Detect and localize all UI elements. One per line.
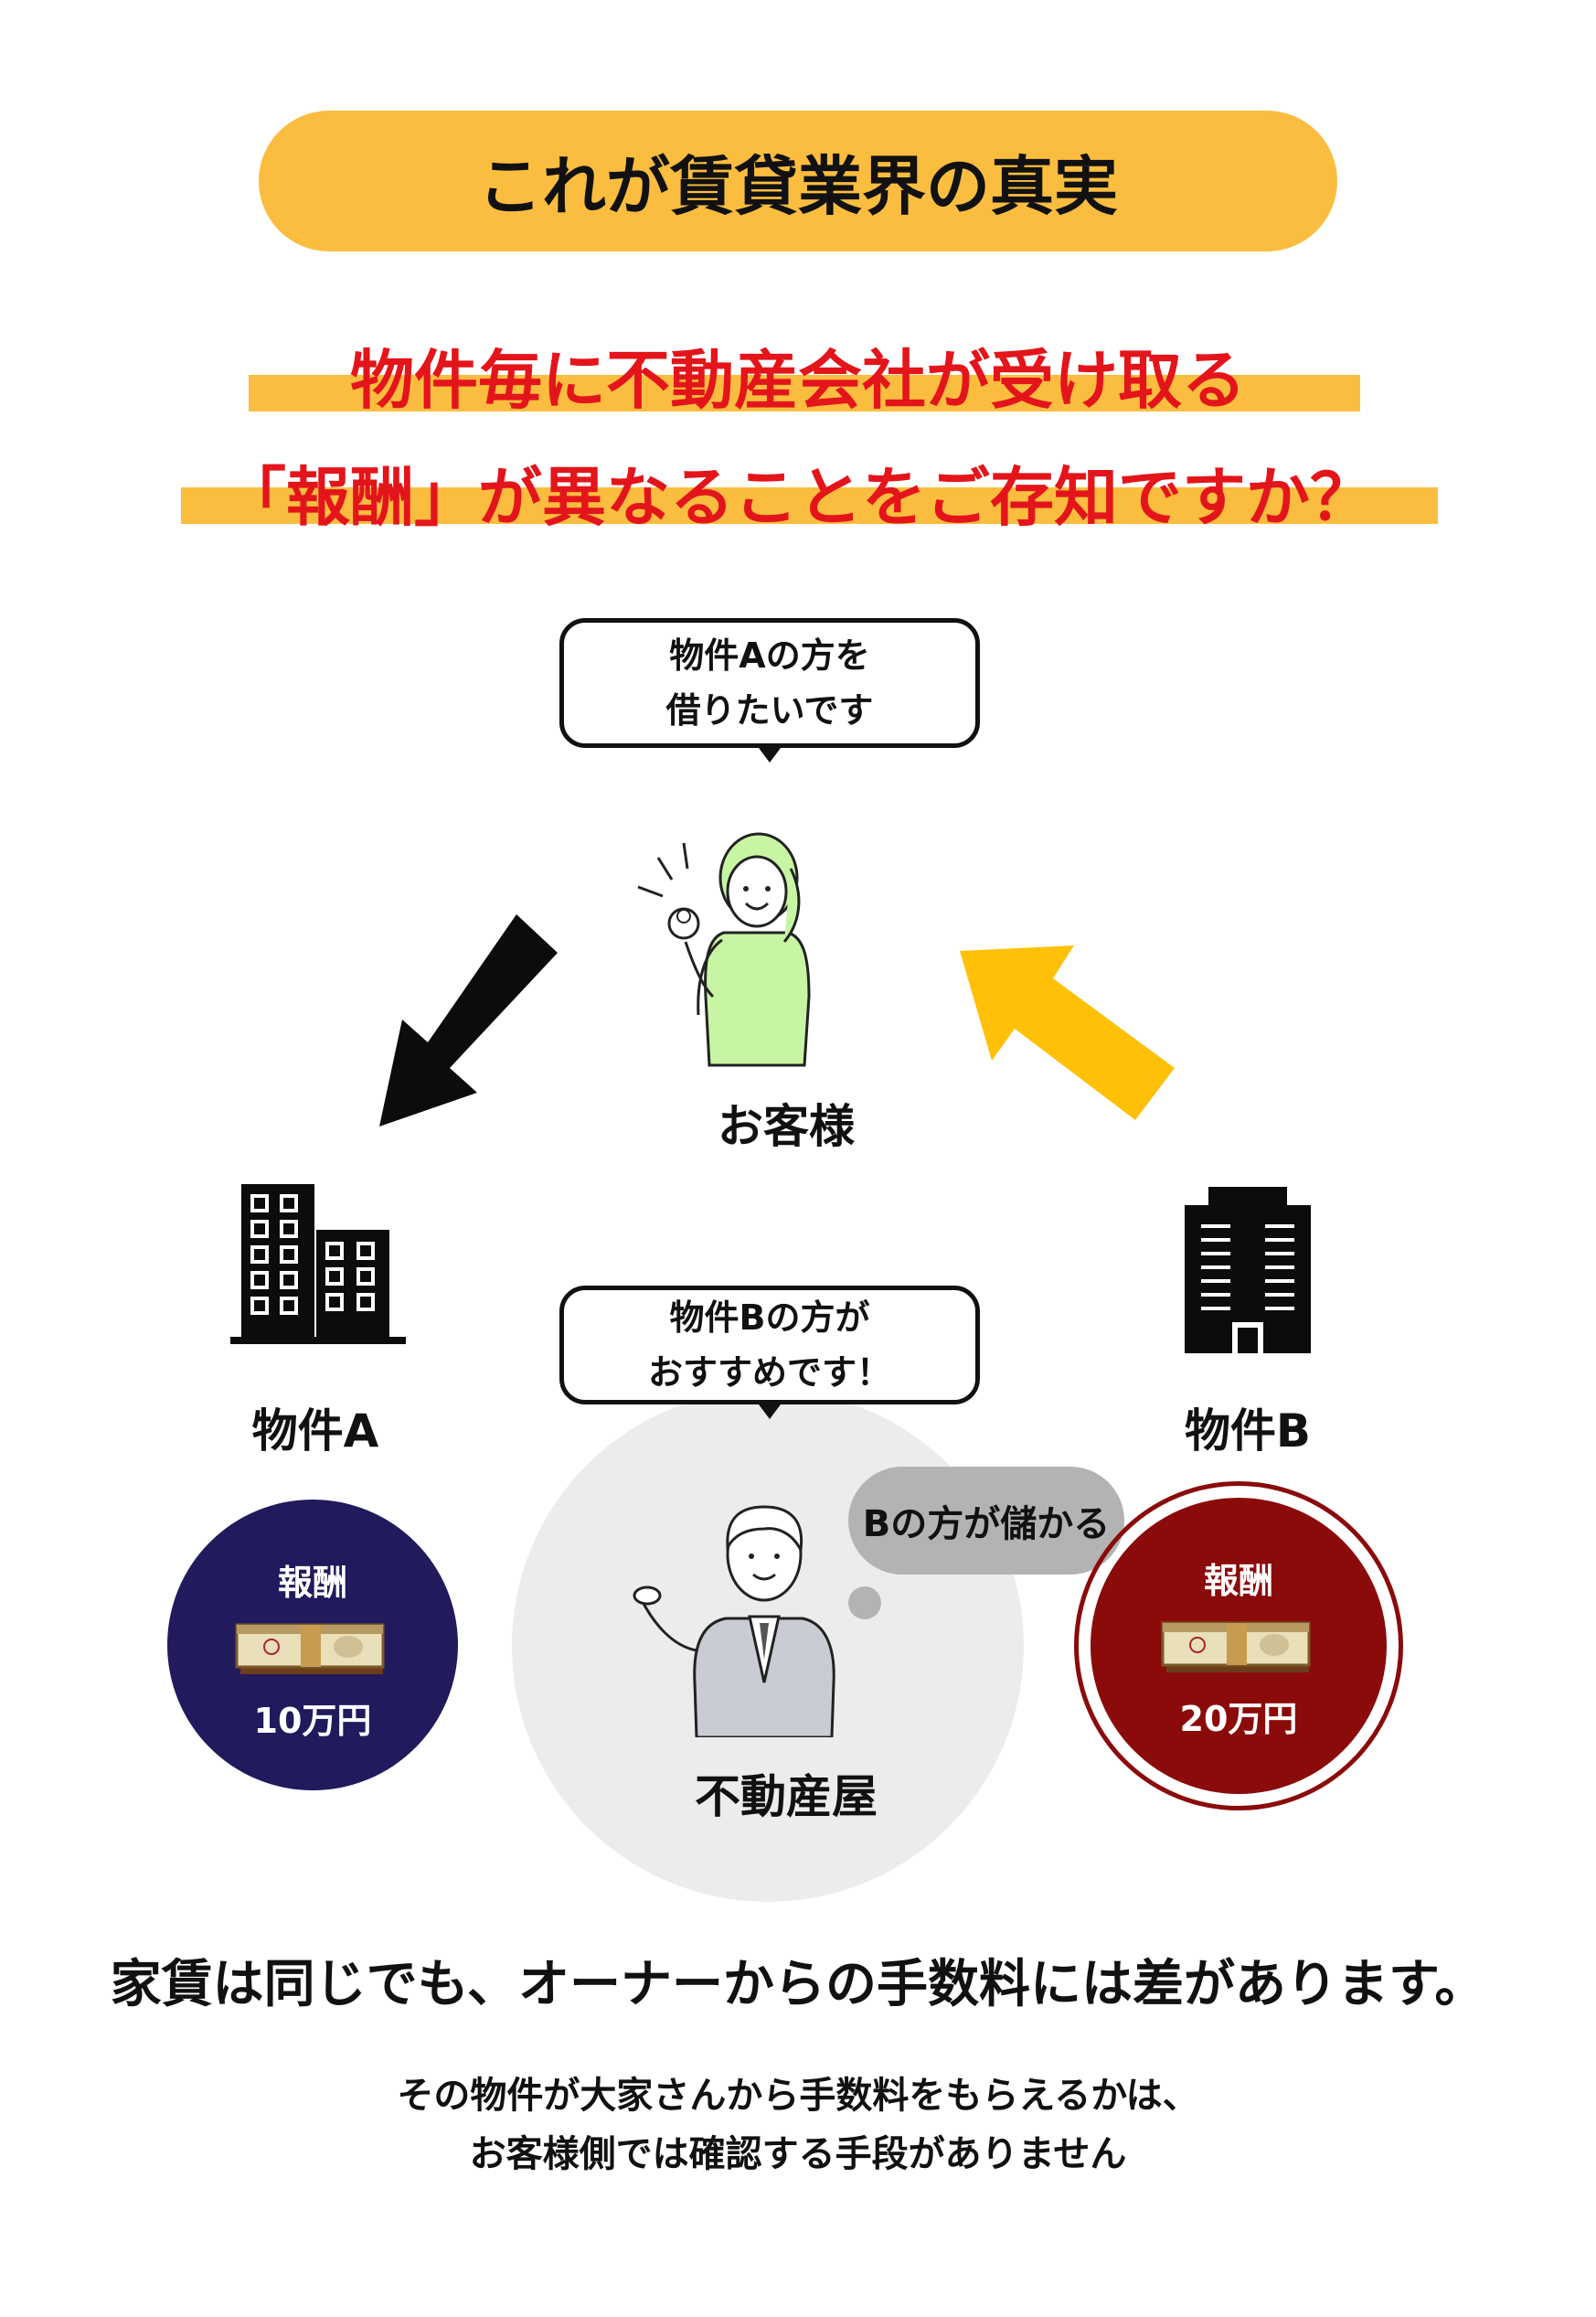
thought-dot: [848, 1586, 881, 1619]
agent-thought-text: Bの方が儲かる: [862, 1503, 1111, 1545]
fee-circle-b: 報酬 20万円: [1091, 1498, 1387, 1794]
fee-b-title: 報酬: [1203, 1561, 1273, 1601]
fee-a-amount: 10万円: [253, 1701, 372, 1741]
agent-speech-line-2: おすすめです！: [647, 1352, 891, 1393]
agent-speech-bubble: 物件Bの方が おすすめです！: [559, 1286, 980, 1404]
footer-sub-line-1: その物件が大家さんから手数料をもらえるかは、: [397, 2075, 1199, 2117]
property-b-label: 物件B: [1184, 1404, 1312, 1457]
customer-speech-tail: [759, 748, 781, 763]
customer-illustration: [637, 832, 811, 1067]
building-b-icon: [1185, 1187, 1311, 1353]
customer-label: お客様: [718, 1100, 855, 1153]
agent-label: 不動産屋: [695, 1770, 878, 1823]
property-a-label: 物件A: [251, 1404, 379, 1457]
agent-speech-line-1: 物件Bの方が: [669, 1297, 870, 1338]
agent-illustration: [633, 1505, 835, 1737]
lead-highlight-2: [181, 487, 1438, 524]
agent-thought-bubble: Bの方が儲かる: [848, 1467, 1124, 1575]
customer-speech-line-1: 物件Aの方を: [669, 635, 870, 676]
header-title-pill: これが賃貸業界の真実: [259, 111, 1337, 251]
footer-main-text: 家賃は同じでも、オーナーからの手数料には差があります。: [110, 1955, 1486, 2014]
black-arrow-icon: [379, 914, 558, 1126]
agent-speech-tail: [759, 1404, 781, 1419]
customer-speech-line-2: 借りたいです: [665, 690, 874, 731]
footer-sub-line-2: お客様側では確認する手段がありません: [469, 2133, 1127, 2175]
customer-speech-bubble: 物件Aの方を 借りたいです: [559, 618, 980, 748]
building-a-icon: [230, 1184, 406, 1344]
money-stack-icon: [1161, 1621, 1311, 1672]
fee-circle-b-ring: [1074, 1481, 1403, 1810]
money-stack-icon: [235, 1623, 385, 1674]
lead-line-1: 物件毎に不動産会社が受け取る: [350, 343, 1246, 418]
lead-highlight-1: [249, 375, 1360, 411]
yellow-arrow-icon: [960, 945, 1175, 1120]
header-title: これが賃貸業界の真実: [478, 148, 1118, 224]
fee-circle-a: 報酬 10万円: [167, 1500, 458, 1790]
fee-a-title: 報酬: [277, 1563, 347, 1603]
footer-sub-text: その物件が大家さんから手数料をもらえるかは、 お客様側では確認する手段がありませ…: [0, 2066, 1596, 2184]
lead-line-2: 「報酬」が異なることをご存知ですか？: [222, 460, 1374, 535]
fee-b-amount: 20万円: [1179, 1699, 1298, 1739]
